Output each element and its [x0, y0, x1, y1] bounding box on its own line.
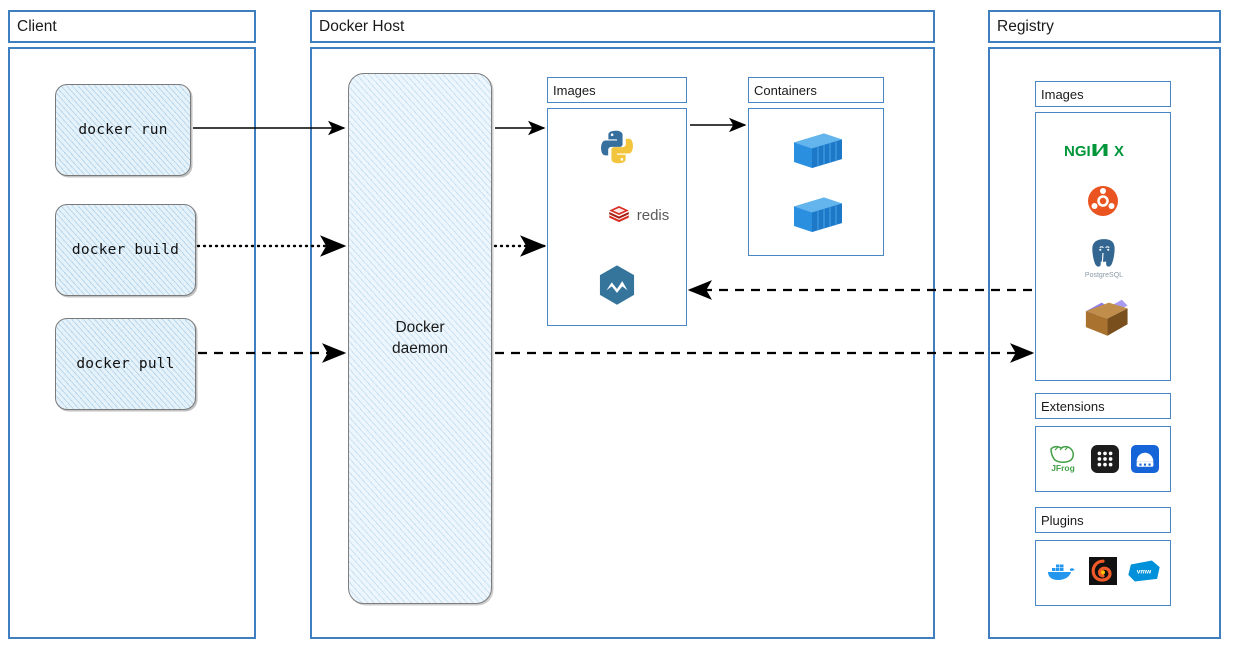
icon-slot-mesos [596, 263, 638, 307]
command-box-docker-run[interactable]: docker run [55, 84, 191, 176]
icon-slot-app-grid [1090, 444, 1120, 474]
svg-text:X: X [1114, 143, 1124, 160]
jfrog-logo-icon [1050, 445, 1074, 463]
redis-wordmark-label: redis [636, 206, 670, 224]
zone-title-docker-host: Docker Host [319, 17, 405, 35]
sub-header-registry-images: Images [1035, 81, 1171, 107]
icon-slot-postgresql: PostgreSQL [1078, 234, 1130, 282]
icon-slot-open-box [1078, 292, 1134, 342]
icon-slot-ubuntu [1086, 184, 1120, 218]
icon-slot-nginx: NGI X [1063, 136, 1143, 166]
zone-header-client: Client [8, 10, 256, 43]
storage-drive-icon [1131, 445, 1159, 473]
sub-title-registry-images: Images [1041, 86, 1084, 102]
icon-slot-vmware: vmw [1126, 556, 1162, 586]
sub-header-registry-extensions: Extensions [1035, 393, 1171, 419]
mesos-logo-icon [599, 265, 635, 305]
sub-title-registry-plugins: Plugins [1041, 512, 1084, 528]
redis-logo-icon [608, 206, 629, 223]
docker-daemon-box[interactable]: Docker daemon [348, 73, 492, 604]
sub-title-registry-extensions: Extensions [1041, 398, 1105, 414]
grafana-logo-icon [1089, 557, 1117, 585]
sub-header-host-containers: Containers [748, 77, 884, 103]
jfrog-wordmark-label: JFrog [1051, 463, 1075, 473]
zone-header-registry: Registry [988, 10, 1221, 43]
shipping-container-icon [794, 197, 842, 232]
command-label-docker-pull: docker pull [76, 356, 175, 372]
icon-slot-storage-drive [1130, 444, 1160, 474]
svg-text:NGI: NGI [1064, 143, 1091, 160]
icon-slot-python [595, 125, 639, 169]
docker-daemon-label-line1: Docker [395, 318, 445, 336]
docker-whale-icon [1048, 564, 1075, 580]
vmware-logo-icon: vmw [1128, 560, 1160, 582]
icon-slot-docker-whale [1044, 557, 1078, 587]
python-logo-icon [601, 130, 633, 164]
open-box-icon [1085, 299, 1128, 336]
sub-header-host-images: Images [547, 77, 687, 103]
shipping-container-icon [794, 133, 842, 168]
postgresql-logo-icon [1092, 239, 1115, 267]
postgresql-wordmark-label: PostgreSQL [1084, 272, 1124, 279]
svg-text:vmw: vmw [1137, 569, 1152, 576]
command-label-docker-build: docker build [71, 242, 180, 258]
docker-daemon-label: Docker daemon [392, 318, 448, 360]
icon-slot-container-2 [790, 192, 846, 236]
icon-slot-redis: redis [588, 200, 688, 230]
icon-slot-jfrog: JFrog [1045, 441, 1081, 477]
zone-title-client: Client [17, 17, 57, 35]
command-box-docker-build[interactable]: docker build [55, 204, 196, 296]
sub-header-registry-plugins: Plugins [1035, 507, 1171, 533]
sub-title-host-images: Images [553, 82, 596, 98]
icon-slot-container-1 [790, 128, 846, 172]
command-label-docker-run: docker run [78, 122, 168, 138]
command-box-docker-pull[interactable]: docker pull [55, 318, 196, 410]
docker-daemon-label-line2: daemon [391, 339, 448, 357]
sub-title-host-containers: Containers [754, 82, 817, 98]
ubuntu-logo-icon [1088, 186, 1118, 216]
icon-slot-grafana [1088, 556, 1118, 586]
zone-header-docker-host: Docker Host [310, 10, 935, 43]
nginx-logo-icon: NGI X [1064, 143, 1124, 160]
app-grid-icon [1091, 445, 1119, 473]
zone-title-registry: Registry [997, 17, 1054, 35]
sub-body-host-containers [748, 108, 884, 256]
